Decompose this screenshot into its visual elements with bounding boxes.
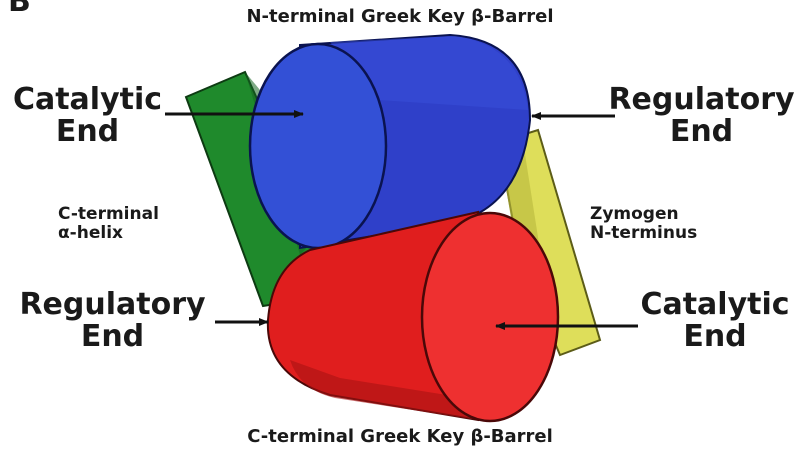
label-regulatory-end-bottom-line2: End [10, 321, 215, 353]
label-catalytic-end-bottom-line1: Catalytic [630, 289, 800, 321]
label-zymogen-n-terminus: Zymogen N-terminus [590, 205, 760, 242]
label-catalytic-end-top-line1: Catalytic [5, 84, 170, 116]
label-regulatory-end-top: Regulatory End [604, 84, 799, 147]
label-catalytic-end-bottom: Catalytic End [630, 289, 800, 352]
label-zymogen-n-terminus-line2: N-terminus [590, 224, 760, 243]
label-regulatory-end-bottom: Regulatory End [10, 289, 215, 352]
label-catalytic-end-bottom-line2: End [630, 321, 800, 353]
label-zymogen-n-terminus-line1: Zymogen [590, 205, 760, 224]
label-catalytic-end-top: Catalytic End [5, 84, 170, 147]
label-regulatory-end-bottom-line1: Regulatory [10, 289, 215, 321]
label-catalytic-end-top-line2: End [5, 116, 170, 148]
label-c-terminal-helix: C-terminal α-helix [58, 205, 208, 242]
label-c-terminal-helix-line1: C-terminal [58, 205, 208, 224]
label-regulatory-end-top-line1: Regulatory [604, 84, 799, 116]
title-top: N-terminal Greek Key β-Barrel [200, 8, 600, 27]
title-bottom: C-terminal Greek Key β-Barrel [200, 428, 600, 447]
label-c-terminal-helix-line2: α-helix [58, 224, 208, 243]
label-regulatory-end-top-line2: End [604, 116, 799, 148]
